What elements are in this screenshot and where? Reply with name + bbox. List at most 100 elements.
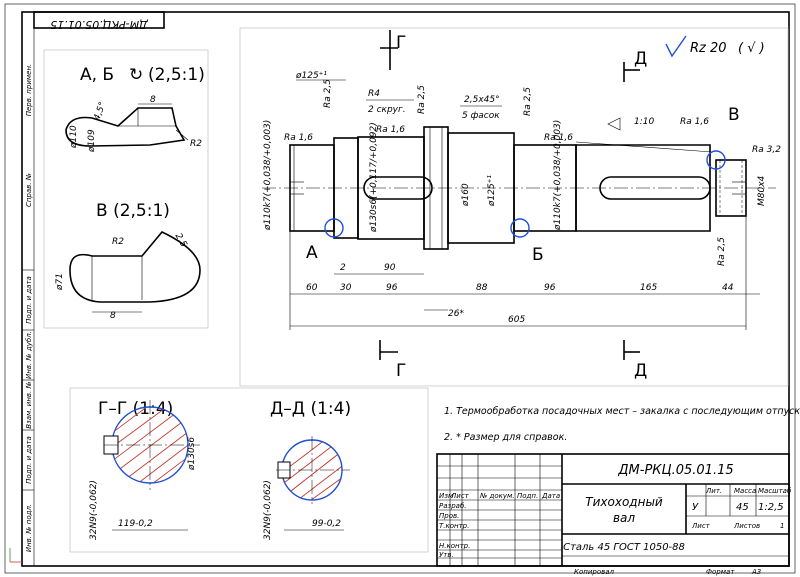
svg-text:ø109: ø109 xyxy=(87,129,97,153)
svg-text:119-0,2: 119-0,2 xyxy=(118,519,153,529)
svg-text:2: 2 xyxy=(340,263,346,273)
svg-text:99-0,2: 99-0,2 xyxy=(312,519,341,529)
roughness-check-icon xyxy=(665,35,687,58)
sections-panel xyxy=(69,387,429,553)
svg-text:90: 90 xyxy=(384,263,396,273)
margin-label-6: Подп. и дата xyxy=(25,436,33,484)
shaft-main-view: А Б В Г Г Д Д Rz 20 ( √ ) ø125⁺¹ R4 2 ск… xyxy=(262,30,781,381)
detail-marker-b-circle xyxy=(510,218,530,238)
svg-text:ДМ-РКЦ.05.01.15: ДМ-РКЦ.05.01.15 xyxy=(50,18,149,31)
svg-text:Ra 2,5: Ra 2,5 xyxy=(523,87,533,116)
margin-label-7: Инв. № подл. xyxy=(25,504,33,552)
svg-text:ø110: ø110 xyxy=(69,125,79,149)
tb-row-prov: Пров. xyxy=(439,512,459,520)
margin-label-1: Перв. примен. xyxy=(25,64,33,117)
tb-row-utv: Утв. xyxy=(439,551,454,559)
title-block: Изм Лист № докум. Подп. Дата Разраб. Про… xyxy=(436,453,792,576)
svg-text:ø110k7(+0,038/+0,003): ø110k7(+0,038/+0,003) xyxy=(263,120,273,231)
tb-mass-header: Масса xyxy=(734,487,756,495)
svg-text:ø110k7(+0,038/+0,003): ø110k7(+0,038/+0,003) xyxy=(553,120,563,231)
section-g-title: Г–Г (1:4) xyxy=(98,399,173,419)
rotate-icon: ↻ xyxy=(129,65,143,85)
rotated-code-stamp: ДМ-РКЦ.05.01.15 xyxy=(33,11,165,31)
cut-g-bottom: Г xyxy=(396,361,406,381)
svg-text:R2: R2 xyxy=(190,139,202,149)
cut-d-top: Д xyxy=(634,49,647,69)
section-g-view: Г–Г (1:4) ø130s6 119-0,2 32N9(-0,062) xyxy=(89,399,200,540)
tb-format: Формат xyxy=(706,568,735,576)
tb-row-nkontr: Н.контр. xyxy=(439,542,470,550)
detail-v-title: В (2,5:1) xyxy=(96,201,170,221)
technical-notes: 1. Термообработка посадочных мест – зака… xyxy=(444,406,800,443)
tb-lit-header: Лит. xyxy=(705,487,722,495)
detail-marker-b: Б xyxy=(532,245,544,265)
tb-col-date: Дата xyxy=(541,492,560,500)
tb-row-razrab: Разраб. xyxy=(439,502,467,510)
left-margin-strip: Перв. примен. Справ. № Подп. и дата Инв.… xyxy=(22,12,35,566)
svg-text:96: 96 xyxy=(544,283,556,293)
detail-marker-a-circle xyxy=(324,218,344,238)
tb-mass-value: 45 xyxy=(736,502,749,513)
margin-label-2: Справ. № xyxy=(25,173,33,207)
svg-text:ø130s6(+0,117/+0,092): ø130s6(+0,117/+0,092) xyxy=(369,122,379,233)
detail-marker-v: В xyxy=(728,105,740,125)
roughness-general: Rz 20 xyxy=(690,41,727,56)
section-d-title: Д–Д (1:4) xyxy=(270,399,351,419)
svg-text:M80x4: M80x4 xyxy=(757,175,767,206)
tb-lit-value: У xyxy=(692,502,699,513)
tb-format-value: А3 xyxy=(751,568,761,576)
drawing-frame xyxy=(21,11,790,567)
svg-text:ø125⁺¹: ø125⁺¹ xyxy=(295,71,327,81)
svg-text:Ra 2,5: Ra 2,5 xyxy=(717,237,727,266)
tb-col-list: Лист xyxy=(450,492,470,500)
svg-text:Ra 3,2: Ra 3,2 xyxy=(752,145,781,155)
detail-marker-v-circle xyxy=(706,150,726,170)
note-2: 2. * Размер для справок. xyxy=(444,432,567,443)
detail-views-panel xyxy=(43,49,209,329)
margin-label-5: Взам. инв. № xyxy=(25,381,33,429)
svg-text:R2: R2 xyxy=(112,237,124,247)
main-view-panel xyxy=(239,27,789,387)
note-1: 1. Термообработка посадочных мест – зака… xyxy=(444,406,800,417)
roughness-parenthesis: ( √ ) xyxy=(738,41,765,56)
svg-text:ø160: ø160 xyxy=(461,183,471,207)
keyway-left xyxy=(363,176,433,200)
tb-scale-header: Масштаб xyxy=(758,487,792,495)
tb-sheets-label: Листов xyxy=(733,522,760,530)
tb-sheets-value: 1 xyxy=(780,522,784,530)
svg-text:Ra 1,6: Ra 1,6 xyxy=(284,133,313,143)
svg-text:32N9(-0,062): 32N9(-0,062) xyxy=(263,480,273,540)
svg-text:Ra 1,6: Ra 1,6 xyxy=(680,117,709,127)
keyway-right xyxy=(599,176,711,200)
svg-text:ø125⁺¹: ø125⁺¹ xyxy=(487,175,497,207)
svg-text:Ra 2,5: Ra 2,5 xyxy=(417,85,427,114)
svg-text:60: 60 xyxy=(306,283,318,293)
svg-text:165: 165 xyxy=(640,283,657,293)
svg-text:R4: R4 xyxy=(368,89,380,99)
svg-text:44: 44 xyxy=(722,283,734,293)
tb-col-doc: № докум. xyxy=(479,492,515,500)
svg-text:2,5x45°: 2,5x45° xyxy=(464,95,500,105)
svg-text:88: 88 xyxy=(476,283,488,293)
tb-sheet-label: Лист xyxy=(691,522,711,530)
origin-marker xyxy=(9,548,22,563)
svg-text:96: 96 xyxy=(386,283,398,293)
svg-text:8: 8 xyxy=(110,311,116,321)
tb-row-tkontr: Т.контр. xyxy=(439,522,469,530)
section-d-view: Д–Д (1:4) 99-0,2 32N9(-0,062) xyxy=(263,399,351,540)
tb-copied: Копировал xyxy=(574,568,615,576)
svg-text:30: 30 xyxy=(340,283,352,293)
detail-v-view: В (2,5:1) R2 ø71 8 2,5 xyxy=(55,201,201,321)
detail-ab-scale: (2,5:1) xyxy=(148,65,205,85)
margin-label-3: Подп. и дата xyxy=(25,276,33,324)
svg-text:8: 8 xyxy=(150,95,156,105)
detail-ab-title: А, Б xyxy=(80,65,114,85)
tb-code: ДМ-РКЦ.05.01.15 xyxy=(617,463,733,478)
margin-label-4: Инв. № дубл. xyxy=(25,331,33,379)
svg-text:Ra 2,5: Ra 2,5 xyxy=(323,79,333,108)
tb-material: Сталь 45 ГОСТ 1050-88 xyxy=(563,542,685,553)
tb-col-izm: Изм xyxy=(439,492,454,500)
detail-marker-a: А xyxy=(306,243,318,263)
tb-name-line2: вал xyxy=(613,511,635,525)
detail-a-b-view: А, Б ↻ (2,5:1) 4,5° 8 ø110 ø109 R2 xyxy=(65,65,205,153)
